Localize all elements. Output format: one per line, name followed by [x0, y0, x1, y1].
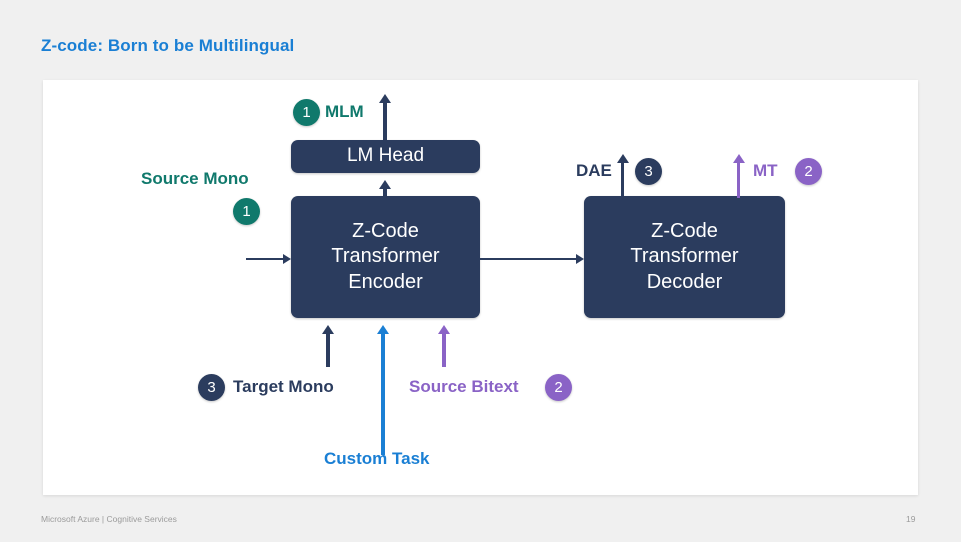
node-decoder-line-1: Z-Code	[651, 219, 718, 242]
badge-dae: 3	[635, 158, 662, 185]
label-mt: MT	[753, 161, 778, 180]
node-lm-head-label: LM Head	[346, 145, 425, 167]
label-target-mono: Target Mono	[233, 377, 334, 396]
node-encoder-line-1: Z-Code	[352, 219, 419, 242]
page-number: 19	[906, 514, 916, 524]
label-dae: DAE	[576, 161, 612, 180]
label-source-mono: Source Mono	[141, 169, 249, 188]
badge-mlm: 1	[293, 99, 320, 126]
node-encoder-text: Z-Code Transformer Encoder	[331, 219, 439, 295]
node-decoder-text: Z-Code Transformer Decoder	[630, 219, 738, 295]
node-encoder-line-3: Encoder	[348, 270, 423, 293]
node-encoder-line-2: Transformer	[331, 245, 440, 268]
node-lm-head[interactable]: LM Head	[291, 140, 480, 173]
node-decoder[interactable]: Z-Code Transformer Decoder	[584, 196, 785, 318]
badge-target-mono: 3	[198, 374, 225, 401]
badge-mt: 2	[795, 158, 822, 185]
badge-source-mono: 1	[233, 198, 260, 225]
footer-label: Microsoft Azure | Cognitive Services	[41, 514, 177, 524]
node-decoder-line-3: Decoder	[646, 270, 723, 293]
node-decoder-line-2: Transformer	[630, 245, 739, 268]
label-mlm: MLM	[325, 102, 364, 121]
label-source-bitext: Source Bitext	[409, 377, 519, 396]
badge-source-bitext: 2	[545, 374, 572, 401]
page-title: Z-code: Born to be Multilingual	[41, 36, 295, 55]
label-custom-task: Custom Task	[324, 449, 430, 468]
diagram-panel: 1 MLM LM Head Source Mono 1 Z-Code Trans…	[43, 80, 918, 495]
node-encoder[interactable]: Z-Code Transformer Encoder	[291, 196, 480, 318]
